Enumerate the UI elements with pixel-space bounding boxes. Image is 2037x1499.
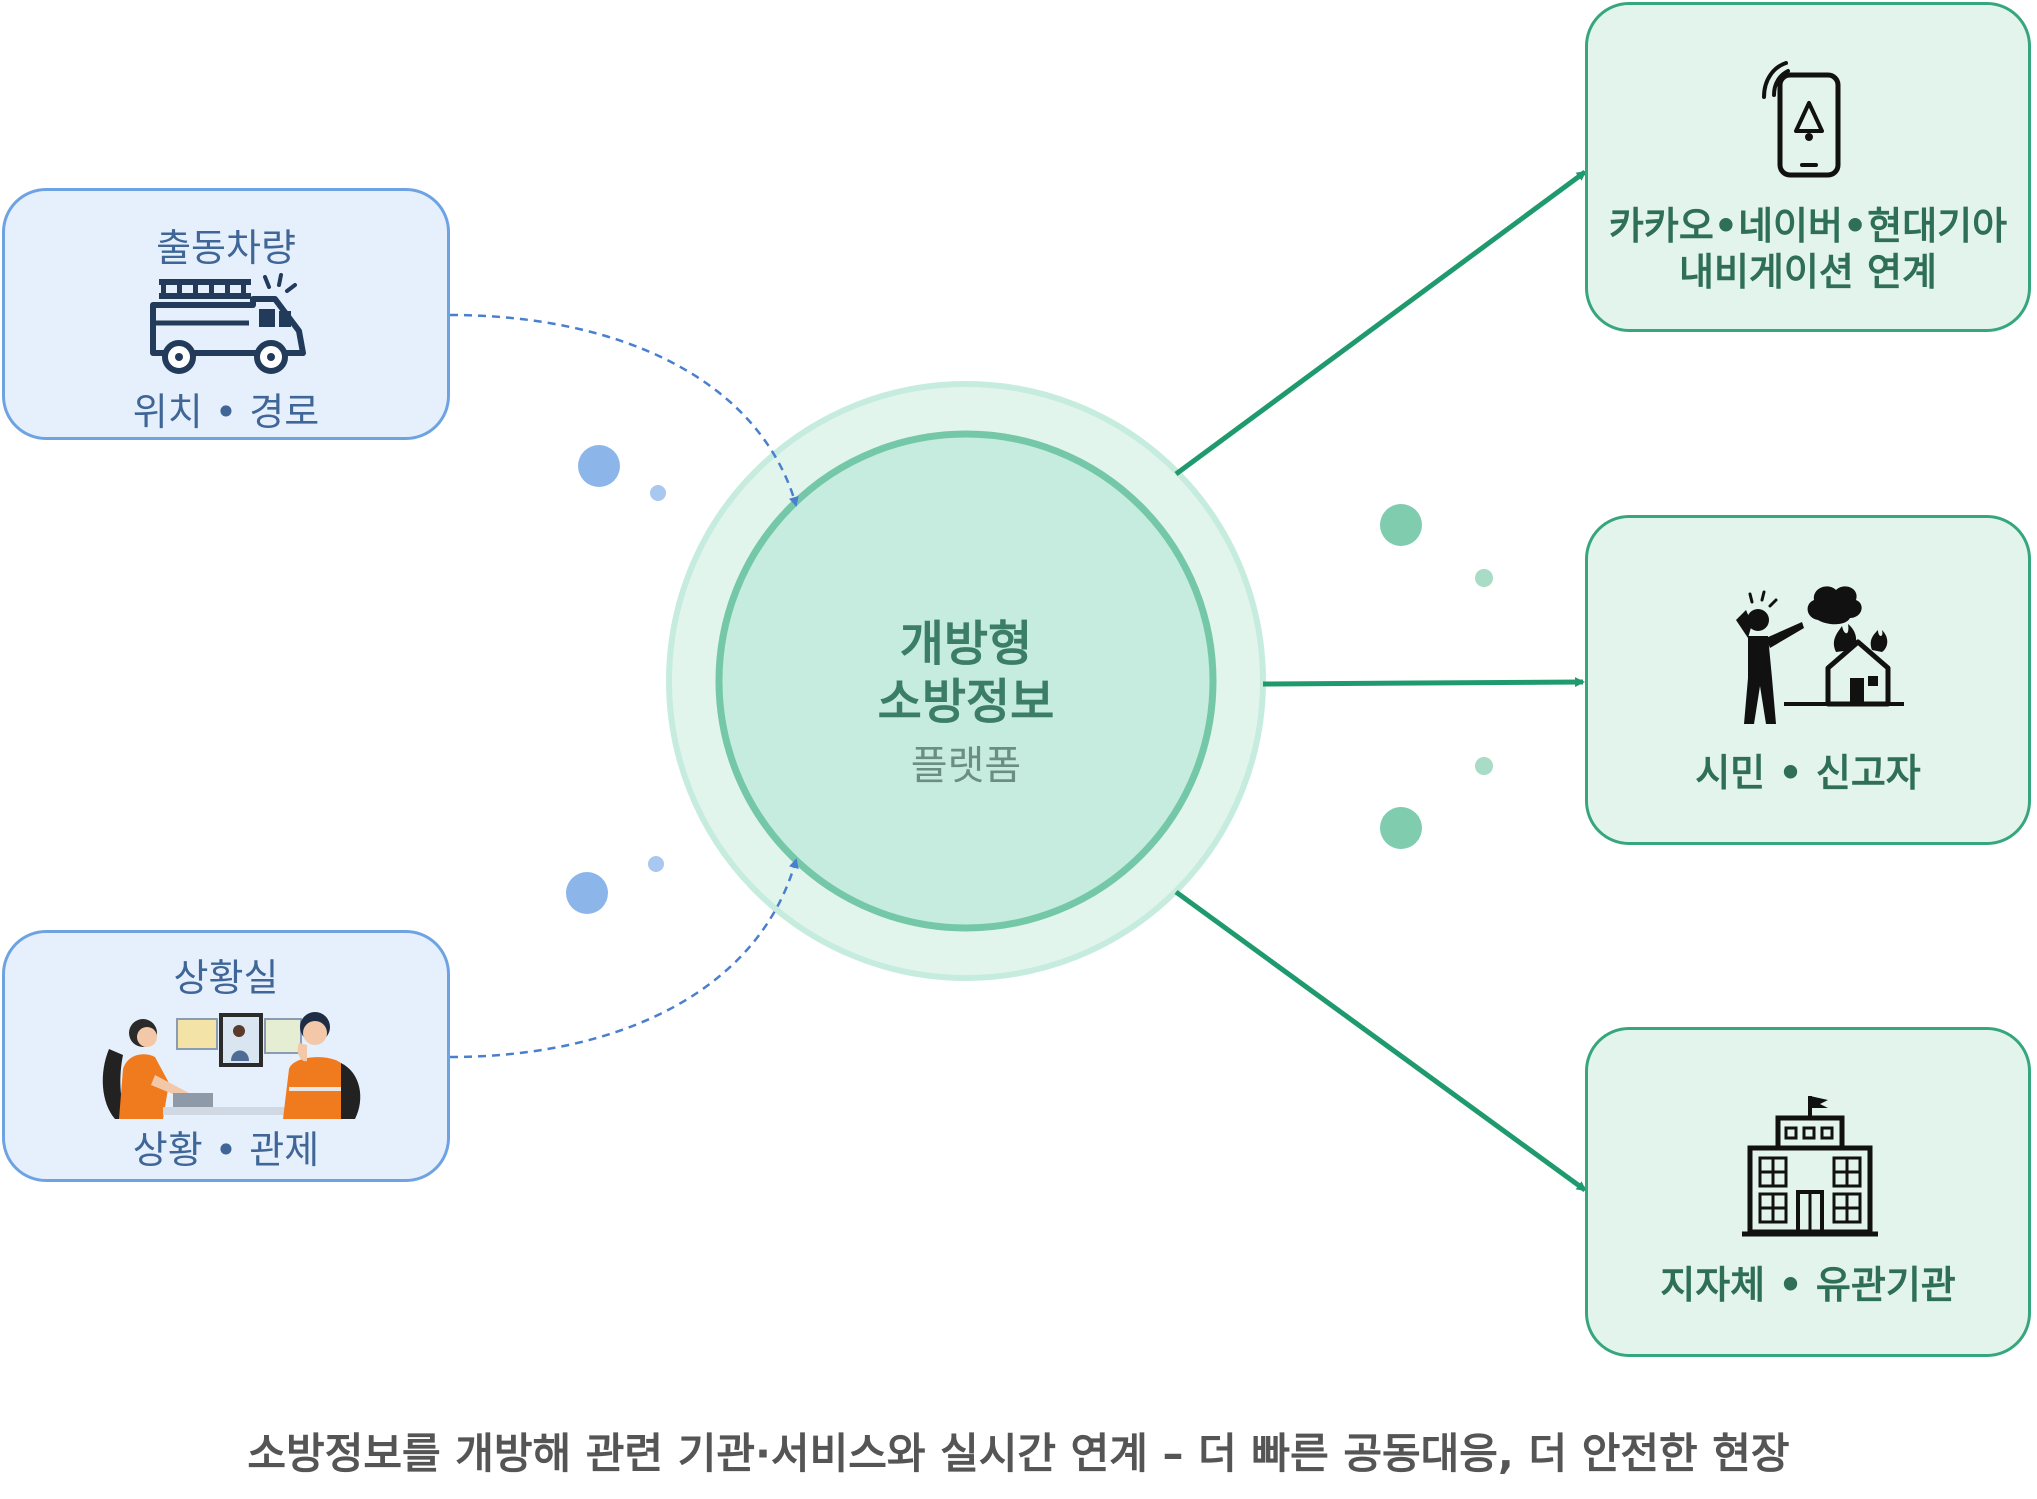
- vehicle-title: 출동차량: [156, 226, 296, 270]
- navigation-label-line2: 내비게이션 연계: [1679, 250, 1937, 294]
- government-building-icon: [1742, 1096, 1878, 1237]
- footer-caption: 소방정보를 개방해 관련 기관·서비스와 실시간 연계 – 더 빠른 공동대응,…: [247, 1429, 1790, 1478]
- vehicle-subtitle: 위치 • 경로: [132, 390, 320, 434]
- center-circle: [715, 430, 1217, 932]
- decor-dot: [566, 872, 608, 914]
- person-reporting-fire-icon: [1736, 586, 1904, 724]
- decor-dot: [1475, 757, 1493, 775]
- center-title-line2: 소방정보: [877, 674, 1055, 730]
- decor-dot: [1475, 569, 1493, 587]
- control-room-subtitle: 상황 • 관제: [132, 1128, 320, 1172]
- navigation-connector: [1174, 169, 1587, 477]
- control-room-title: 상황실: [173, 956, 279, 1000]
- decor-dot: [648, 856, 664, 872]
- dispatchers-illustration: [102, 1012, 361, 1119]
- government-label: 지자체 • 유관기관: [1660, 1263, 1956, 1307]
- target-citizen-card: 시민 • 신고자: [1585, 515, 2031, 845]
- government-connector: [1174, 889, 1587, 1193]
- decor-dot: [578, 445, 620, 487]
- smartphone-alert-icon: [1762, 61, 1841, 178]
- fire-truck-icon: [150, 273, 306, 374]
- decor-dot: [1380, 807, 1422, 849]
- citizen-label: 시민 • 신고자: [1695, 751, 1921, 795]
- source-vehicle-card: 출동차량 위치 • 경로: [2, 188, 450, 440]
- source-control-room-card: 상황실 상황 • 관제: [2, 930, 450, 1182]
- decor-dot: [1380, 504, 1422, 546]
- center-subtitle: 플랫폼: [910, 743, 1022, 789]
- vehicle-connector: [449, 313, 799, 507]
- decor-dot: [650, 485, 666, 501]
- target-government-card: 지자체 • 유관기관: [1585, 1027, 2031, 1357]
- control-connector: [449, 858, 799, 1059]
- navigation-label-line1: 카카오•네이버•현대기아: [1608, 204, 2008, 248]
- citizen-connector: [1262, 677, 1585, 688]
- center-title-line1: 개방형: [899, 616, 1033, 672]
- target-navigation-card: 카카오•네이버•현대기아 내비게이션 연계: [1585, 2, 2031, 332]
